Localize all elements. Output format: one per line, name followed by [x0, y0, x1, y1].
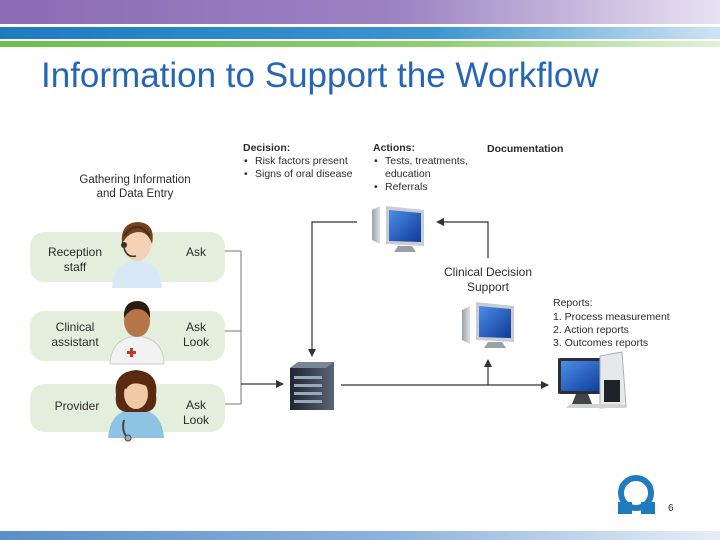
top-blue-band [0, 27, 720, 39]
role-action-line: Look [183, 413, 210, 427]
role-box-reception: Reception staff Ask [30, 232, 225, 282]
role-name-line: Clinical [56, 320, 95, 334]
svg-text:•: • [374, 155, 378, 167]
provider-avatar-icon [108, 370, 164, 442]
actions-heading: Actions: [373, 142, 415, 154]
decision-item: Signs of oral disease [255, 168, 353, 180]
role-action-line: Ask [186, 320, 207, 334]
top-green-band [0, 41, 720, 47]
monitor-icon [372, 206, 424, 252]
decision-item: Risk factors present [255, 155, 348, 167]
top-purple-band [0, 0, 720, 24]
actions-item: Tests, treatments, [385, 155, 468, 167]
reports-heading: Reports: [553, 297, 593, 309]
actions-item: Referrals [385, 181, 428, 193]
actions-item: education [385, 168, 431, 180]
reports-item: 2. Action reports [553, 324, 629, 336]
server-icon [290, 362, 334, 410]
cds-label-line1: Clinical Decision [444, 265, 532, 279]
arrow-decision-to-server [308, 221, 357, 357]
monitor-icon [462, 302, 514, 348]
gathering-label-line1: Gathering Information [79, 174, 190, 186]
actions-block: Actions: • Tests, treatments, education … [373, 142, 468, 193]
role-box-clinical-assistant: Clinical assistant Ask Look [30, 311, 225, 361]
svg-text:•: • [374, 181, 378, 193]
svg-text:•: • [244, 168, 248, 180]
clinical-assistant-avatar-icon [109, 301, 165, 365]
decision-heading: Decision: [243, 142, 290, 154]
documentation-label: Documentation [487, 143, 563, 155]
desktop-computer-icon [558, 351, 628, 409]
role-connector [225, 250, 242, 405]
role-action-line: Ask [186, 245, 207, 259]
role-name-line: Reception [48, 245, 102, 259]
bottom-band [0, 531, 720, 540]
role-name-line: staff [64, 260, 87, 274]
logo-icon [618, 475, 655, 514]
reports-item: 1. Process measurement [553, 311, 670, 323]
slide-number: 6 [668, 503, 674, 514]
receptionist-avatar-icon [112, 222, 162, 288]
role-action-line: Ask [186, 398, 207, 412]
reports-item: 3. Outcomes reports [553, 337, 648, 349]
gathering-label-line2: and Data Entry [97, 188, 174, 200]
role-name-line: Provider [55, 399, 100, 413]
slide-title: Information to Support the Workflow [41, 56, 599, 95]
cds-label-line2: Support [467, 280, 510, 294]
decision-block: Decision: • Risk factors present • Signs… [243, 142, 353, 180]
arrow-cds-to-actions [436, 218, 489, 258]
svg-text:•: • [244, 155, 248, 167]
reports-block: Reports: 1. Process measurement 2. Actio… [553, 297, 670, 349]
role-action-line: Look [183, 335, 210, 349]
role-name-line: assistant [51, 335, 99, 349]
